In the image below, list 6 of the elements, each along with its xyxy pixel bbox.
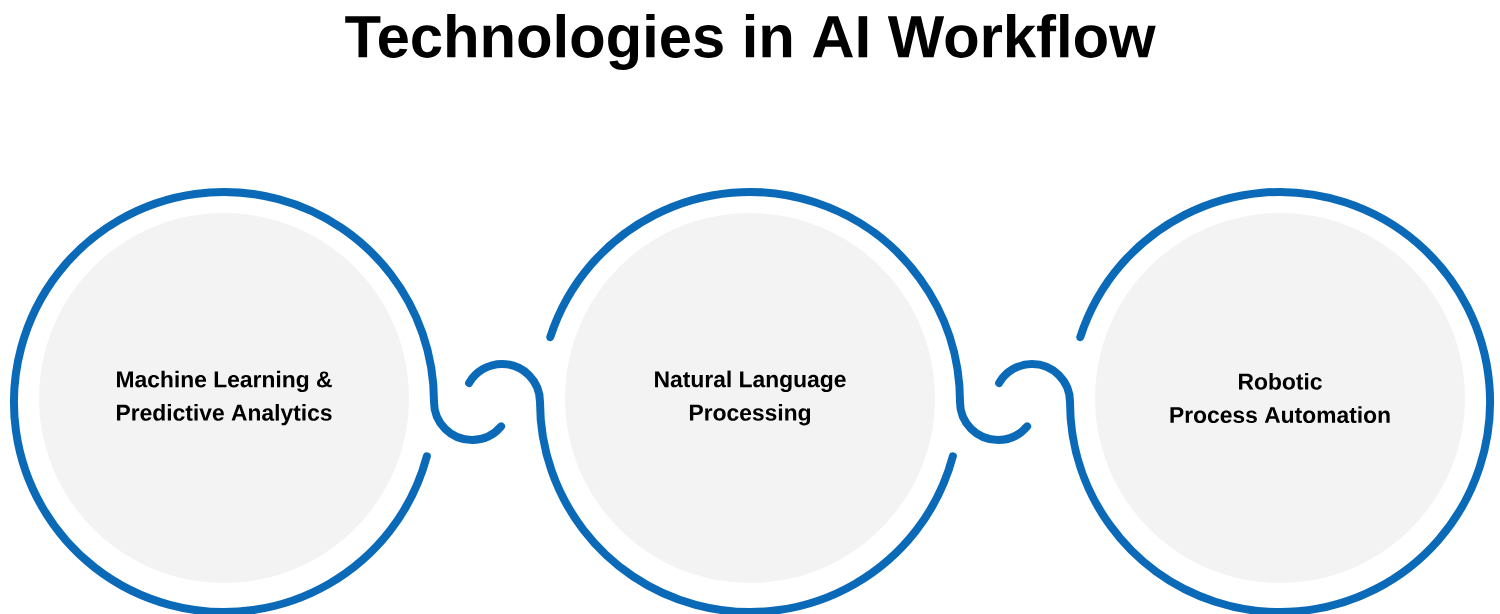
title: Technologies in AI Workflow (345, 14, 1156, 70)
node-label: Machine Learning & Predictive Analytics (117, 370, 332, 426)
node-label: Robotic Process Automation (1170, 372, 1390, 424)
ring-circle (9, 187, 506, 614)
ring-circle (465, 188, 1032, 614)
node-label: Natural Language Processing (655, 370, 846, 426)
